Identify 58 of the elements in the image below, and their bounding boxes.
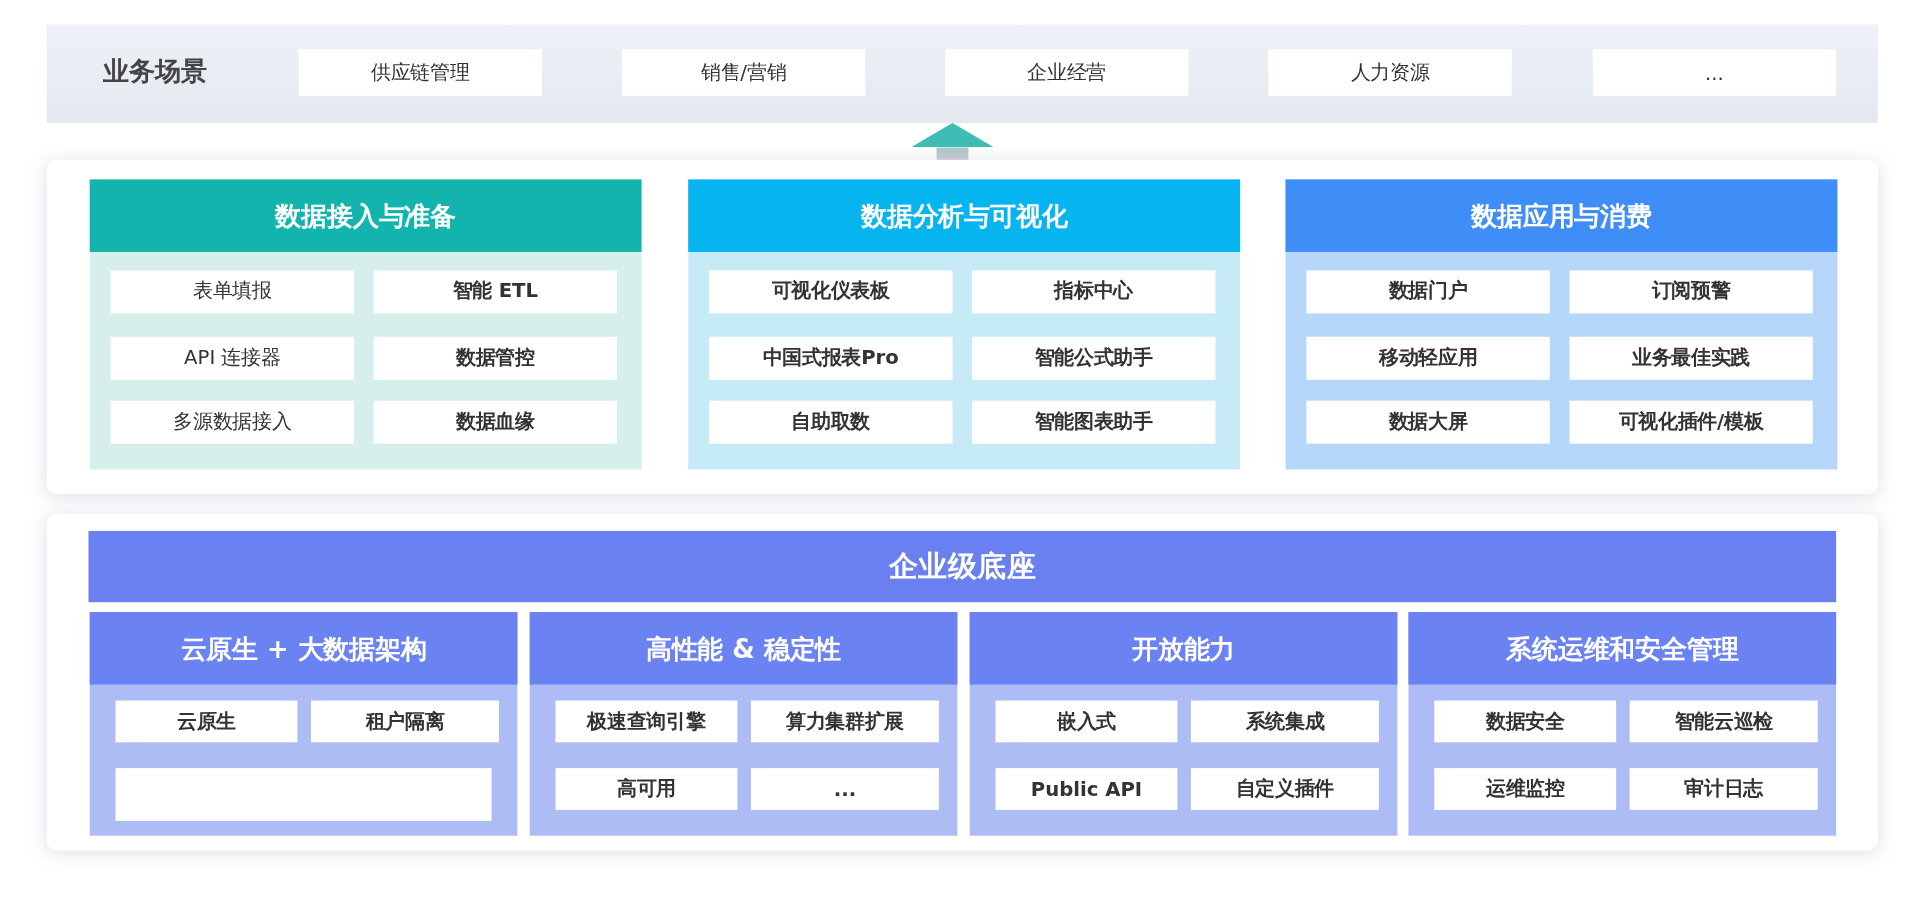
column-header: 高性能 & 稳定性: [529, 612, 958, 685]
feature-box: 极速查询引擎: [555, 700, 738, 743]
feature-box: 智能 ETL: [373, 270, 617, 314]
column-header: 云原生 + 大数据架构: [89, 612, 518, 685]
arrow: [910, 122, 995, 160]
column-header: 开放能力: [969, 612, 1398, 685]
feature-box: 指标中心: [972, 270, 1216, 314]
feature-box: Public API: [995, 768, 1178, 810]
feature-box: 租户隔离: [310, 700, 499, 743]
feature-box: ...: [1592, 49, 1837, 96]
feature-box: 销售/营销: [621, 49, 866, 96]
column-panel: [89, 179, 642, 470]
column-header: 数据接入与准备: [89, 179, 642, 252]
feature-box: 数据门户: [1306, 270, 1550, 314]
feature-box: 高可用: [555, 768, 738, 810]
feature-box: 运维监控: [1434, 768, 1617, 810]
column-panel: [89, 612, 518, 836]
feature-box: 智能公式助手: [972, 336, 1216, 380]
feature-box: 数据血缘: [373, 400, 617, 444]
feature-box: 业务最佳实践: [1569, 336, 1813, 380]
column-panel: [1285, 179, 1838, 470]
feature-box: 中国式报表Pro: [709, 336, 953, 380]
feature-box: API 连接器: [110, 336, 354, 380]
feature-box: 表单填报: [110, 270, 354, 314]
card-background: [46, 513, 1878, 851]
scenario-band: [46, 24, 1878, 123]
feature-box: 数据管控: [373, 336, 617, 380]
feature-box: 智能图表助手: [972, 400, 1216, 444]
feature-box: 供应链管理: [298, 49, 542, 96]
feature-box: 嵌入式: [995, 700, 1178, 743]
feature-box: 多源数据接入: [110, 400, 354, 444]
feature-box: 数据大屏: [1306, 400, 1550, 444]
feature-box: 人力资源: [1268, 49, 1512, 96]
section-header: 企业级底座: [88, 530, 1837, 603]
feature-box: 企业经营: [945, 49, 1189, 96]
feature-box: 云原生: [115, 700, 298, 743]
column-panel: [1408, 612, 1837, 836]
column-header: 数据分析与可视化: [688, 179, 1241, 252]
feature-box: 可视化仪表板: [709, 270, 953, 314]
feature-box: 可视化插件/模板: [1569, 400, 1813, 444]
feature-box: 自助取数: [709, 400, 953, 444]
feature-box: 系统集成: [1190, 700, 1379, 743]
column-panel: [969, 612, 1398, 836]
column-header: 数据应用与消费: [1285, 179, 1838, 252]
column-panel: [529, 612, 958, 836]
feature-box: 自定义插件: [1190, 768, 1379, 810]
feature-box: 审计日志: [1629, 768, 1818, 810]
column-panel: [688, 179, 1241, 470]
feature-box: 订阅预警: [1569, 270, 1813, 314]
feature-box: 数据安全: [1434, 700, 1617, 743]
card-background: [46, 159, 1878, 495]
feature-box: ...: [750, 768, 939, 810]
feature-box: 智能云巡检: [1629, 700, 1818, 743]
row-label: 业务场景: [103, 55, 207, 89]
column-header: 系统运维和安全管理: [1408, 612, 1837, 685]
feature-box: [115, 768, 492, 821]
feature-box: 算力集群扩展: [750, 700, 939, 743]
feature-box: 移动轻应用: [1306, 336, 1550, 380]
